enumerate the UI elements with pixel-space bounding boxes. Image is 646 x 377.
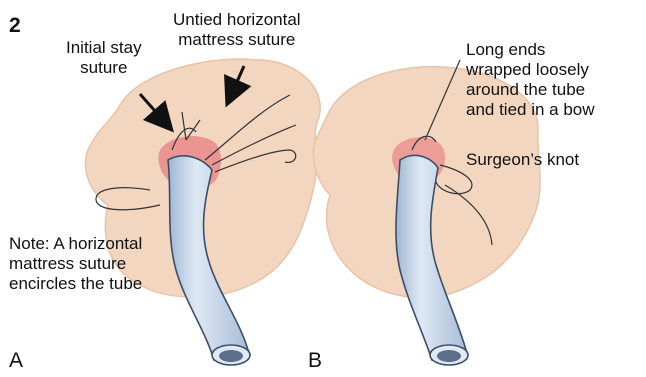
tube-lumen-b bbox=[437, 350, 461, 362]
label-initial-stay-suture: Initial stay suture bbox=[66, 38, 142, 78]
label-untied-mattress-suture: Untied horizontal mattress suture bbox=[173, 10, 301, 50]
label-horizontal-mattress-note: Note: A horizontal mattress suture encir… bbox=[9, 234, 142, 294]
tube-lumen-a bbox=[219, 350, 243, 362]
panel-letter-b: B bbox=[308, 349, 322, 373]
panel-letter-a: A bbox=[9, 349, 23, 373]
figure-number: 2 bbox=[9, 14, 21, 38]
label-long-ends: Long ends wrapped loosely around the tub… bbox=[466, 40, 595, 120]
panel-a-drawing bbox=[85, 59, 320, 365]
label-surgeons-knot: Surgeon’s knot bbox=[466, 150, 579, 170]
